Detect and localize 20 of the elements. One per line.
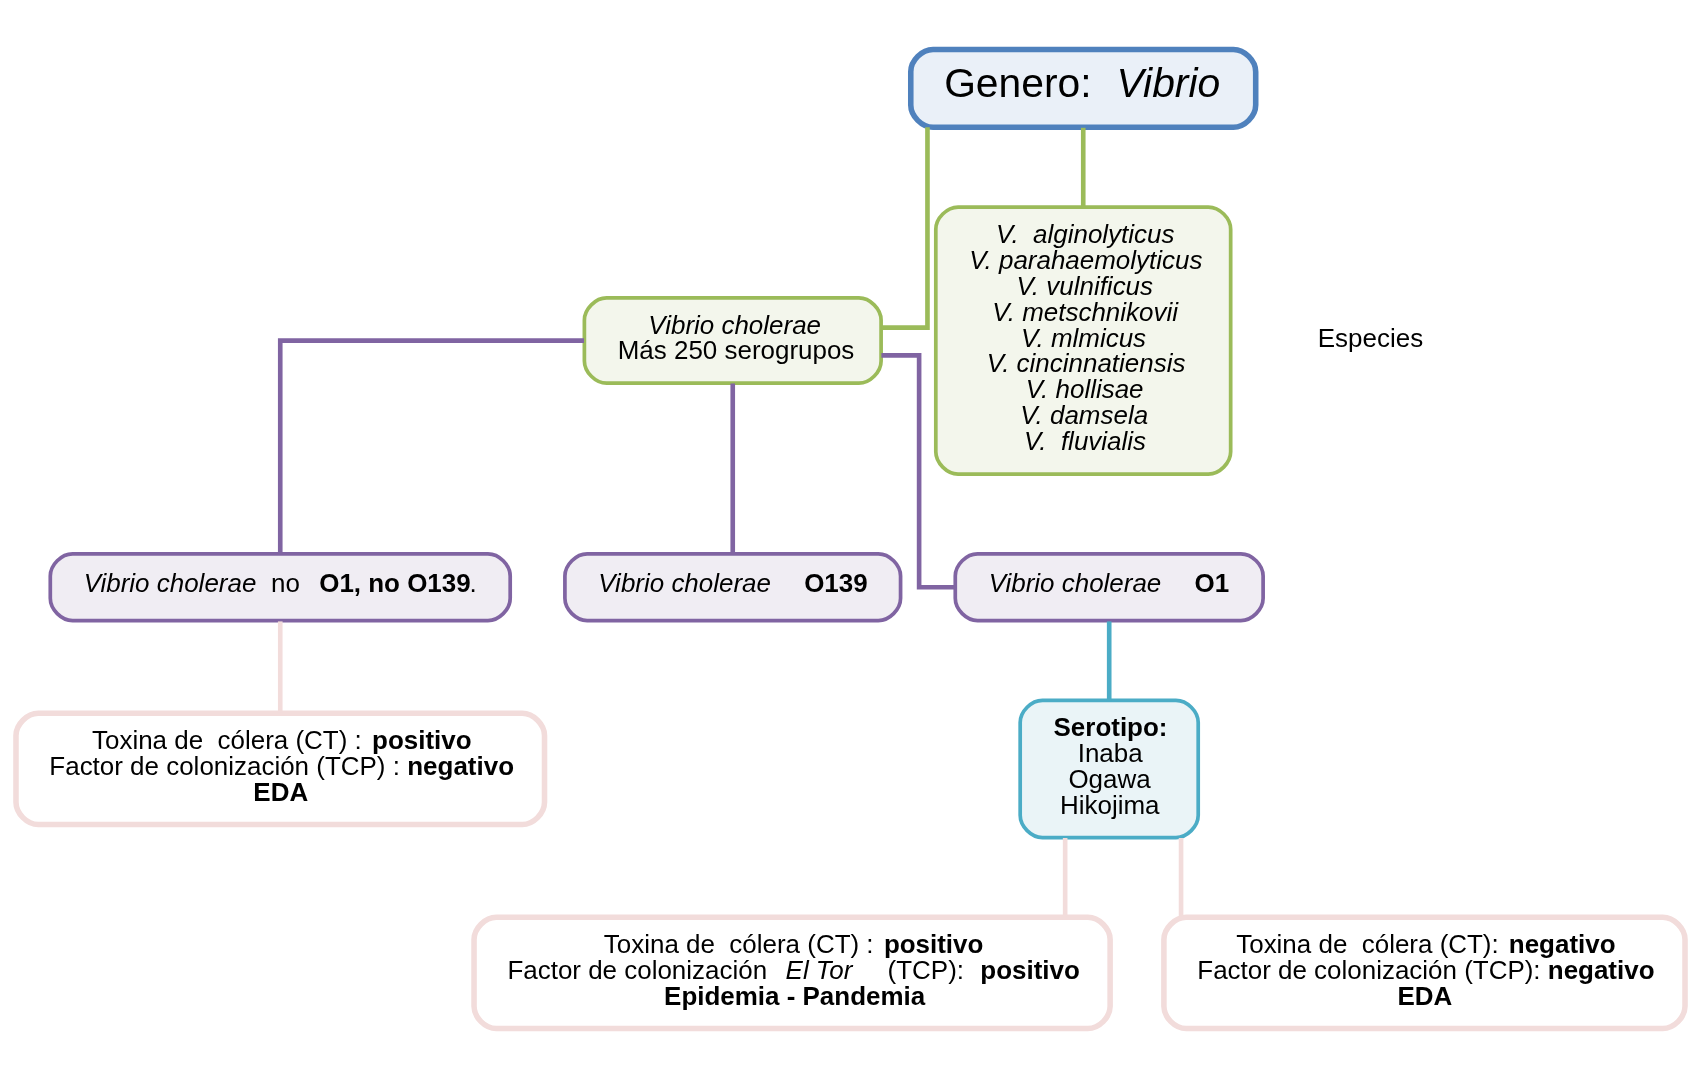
node-box: Serotipo: Inaba Ogawa Hikojima (1018, 698, 1201, 839)
node-box: Toxina de cólera (CT) : positivo Factor de colonización El Tor (TCP): positivo Epidemia - Pandemia (471, 914, 1113, 1031)
node-box: Toxina de cólera (CT): negativo Factor de colonización (TCP): negativo EDA (1161, 914, 1688, 1031)
connector (1178, 837, 1184, 917)
connector (881, 126, 930, 330)
connector (1080, 127, 1086, 207)
connector (277, 337, 584, 553)
node-box: Vibrio cholerae no O1, no O139. (48, 551, 513, 622)
connector (730, 383, 736, 553)
connector (881, 352, 955, 590)
node-box: Vibrio cholerae O1 (953, 551, 1265, 622)
node-box: Vibrio cholerae Más 250 serogrupos (582, 295, 883, 385)
node-box: V. alginolyticus V. parahaemolyticus V. vulnificus V. metschnikovii V. mlmicus V. cincinnatiensis V. hollisae V. damsela V. fluvialis (933, 204, 1233, 476)
node-box: Vibrio cholerae O139 (563, 551, 903, 622)
connector (1062, 837, 1068, 917)
node-box: Toxina de cólera (CT) : positivo Factor de colonización (TCP) : negativo EDA (13, 710, 548, 827)
connector (1106, 620, 1112, 700)
node-box: Genero: Vibrio (908, 46, 1259, 130)
label: Especies (1317, 322, 1424, 353)
connector (277, 620, 283, 713)
